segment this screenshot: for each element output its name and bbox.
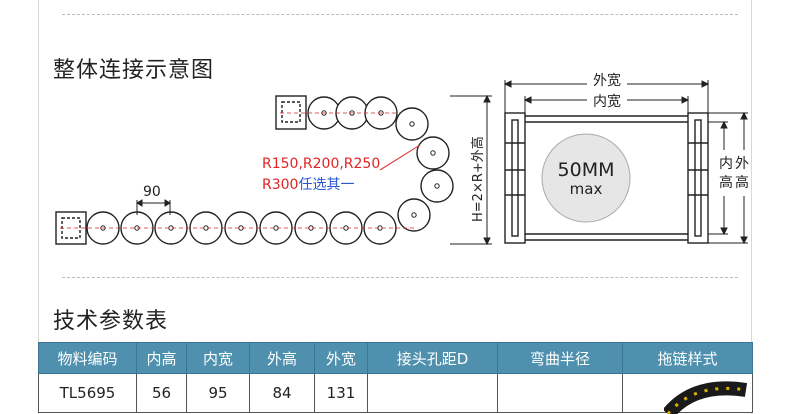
pitch-label: 90 <box>143 184 161 200</box>
params-section-title: 技术参数表 <box>53 309 169 334</box>
pitch-dimension <box>136 199 171 215</box>
table-header-row: 物料编码 内高 内宽 外高 外宽 接头孔距D 弯曲半径 拖链样式 <box>38 342 753 374</box>
cell-inner-width: 95 <box>186 373 250 413</box>
header-bend-radius: 弯曲半径 <box>497 342 623 374</box>
chain-link-bend-2 <box>420 169 454 203</box>
header-inner-width: 内宽 <box>186 342 250 374</box>
cable-circle <box>541 133 631 223</box>
diagram-section-title: 整体连接示意图 <box>53 58 215 83</box>
cell-outer-width: 131 <box>314 373 368 413</box>
height-formula-label: H=2×R+外高 <box>470 136 486 222</box>
inner-height-char1: 内 <box>719 156 733 172</box>
header-outer-height: 外高 <box>249 342 315 374</box>
divider-top <box>62 14 738 15</box>
outer-width-label: 外宽 <box>593 72 621 89</box>
header-hole-distance: 接头孔距D <box>367 342 498 374</box>
page-frame <box>38 0 752 414</box>
radius-choose-label: R300任选其一 <box>262 177 354 193</box>
cell-outer-height: 84 <box>249 373 315 413</box>
inner-width-label: 内宽 <box>593 93 621 110</box>
height-side-dimensions <box>708 111 748 245</box>
header-material-code: 物料编码 <box>38 342 137 374</box>
chain-upper-end <box>275 95 307 130</box>
chain-link-bend-1 <box>416 136 450 170</box>
outer-height-char1: 外 <box>735 156 749 172</box>
outer-width-bg <box>587 71 627 89</box>
header-inner-height: 内高 <box>136 342 187 374</box>
header-outer-width: 外宽 <box>314 342 368 374</box>
cable-max-label: max <box>570 180 603 198</box>
cross-section <box>504 112 709 244</box>
chain-style-image <box>664 381 748 414</box>
divider-middle <box>62 277 738 278</box>
header-chain-style: 拖链样式 <box>622 342 753 374</box>
outer-height-char2: 高 <box>735 174 749 191</box>
chain-link-bend-3 <box>397 198 431 232</box>
table-row: TL5695 56 95 84 131 <box>38 373 753 413</box>
inner-width-bg <box>587 92 627 109</box>
radius-leader <box>379 144 421 171</box>
cell-hole-distance <box>367 373 498 413</box>
chain-bend-links <box>395 107 454 232</box>
height-dimension <box>450 94 492 246</box>
cell-inner-height: 56 <box>136 373 187 413</box>
chain-diagram: 90 R150,R200,R250 R300任选其一 H=2×R+外高 50MM… <box>55 71 749 246</box>
chain-link-bend-0 <box>395 107 429 141</box>
cell-bend-radius <box>497 373 623 413</box>
inner-height-char2: 高 <box>719 174 733 191</box>
cell-material-code: TL5695 <box>38 373 137 413</box>
params-table: 物料编码 内高 内宽 外高 外宽 接头孔距D 弯曲半径 拖链样式 TL5695 … <box>38 342 753 413</box>
cable-size-label: 50MM <box>558 159 615 181</box>
radius-options-label: R150,R200,R250 <box>262 156 380 172</box>
